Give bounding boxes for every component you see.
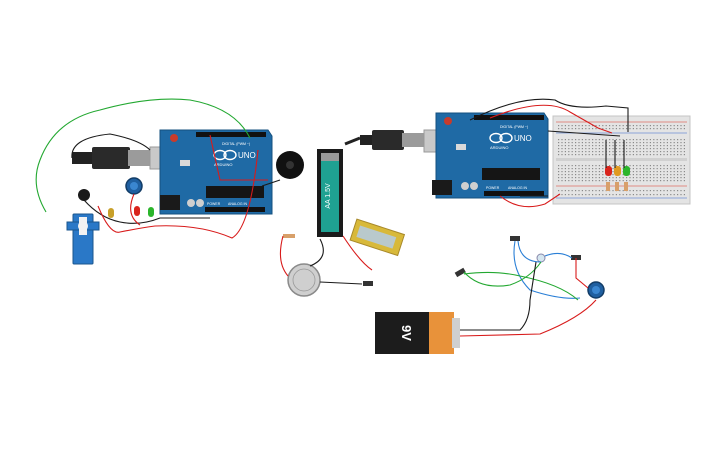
digital-label-left: DIGITAL (PWM ~) [222, 142, 250, 146]
capacitor-right-2 [470, 182, 478, 190]
digital-header-left [196, 132, 266, 137]
photoresistor[interactable] [536, 253, 546, 263]
resistors-bb[interactable] [606, 182, 628, 191]
sensor-connector-2[interactable] [571, 255, 581, 260]
led-red-left[interactable] [134, 206, 140, 216]
battery-9v-black [375, 312, 431, 354]
led-red-bb[interactable] [605, 166, 612, 176]
wire-black-bb-2 [547, 130, 621, 137]
power-jack-left [160, 195, 180, 210]
arduino-right[interactable]: UNO ARDUINO DIGITAL (PWM ~) ANALOG IN PO… [360, 112, 549, 199]
usb-plug-left [92, 147, 130, 169]
power-jack-right [432, 180, 452, 195]
wire-black-aa [309, 238, 324, 267]
wires [35, 98, 629, 337]
wire-red-buzzer [209, 134, 268, 181]
brand-text-right: ARDUINO [490, 145, 508, 150]
wire-red-coin [279, 235, 289, 277]
power-label-right: POWER [486, 186, 500, 190]
transistor-left[interactable] [78, 189, 90, 201]
capacitor-right-1 [461, 182, 469, 190]
servo-motor[interactable] [66, 213, 100, 265]
wire-green-right [463, 261, 542, 287]
sensor-connector-1[interactable] [510, 236, 520, 241]
logo-text-left: UNO [238, 151, 256, 160]
power-header-right [484, 191, 544, 196]
reset-button-right[interactable] [444, 117, 452, 125]
led-yellow-left[interactable] [108, 208, 114, 218]
wire-black-led-legs [605, 140, 625, 168]
wire-green-loop [35, 98, 251, 213]
piezo-buzzer[interactable] [276, 151, 304, 179]
digital-label-right: DIGITAL (PWM ~) [500, 125, 528, 129]
brand-text-left: ARDUINO [214, 162, 232, 167]
usb-plug-metal-left [128, 150, 152, 166]
battery-9v-label: 9V [399, 325, 414, 341]
connector-coin[interactable] [363, 281, 373, 286]
aa-cell [321, 160, 339, 232]
wire-red-left-1 [97, 149, 259, 239]
wire-black-coin [319, 281, 363, 285]
digital-header-right [474, 115, 544, 120]
wire-red-bb-2 [499, 193, 561, 208]
wire-black-buzzer [261, 179, 281, 187]
battery-9v-orange [429, 312, 454, 354]
aa-battery-label: AA 1.5V [325, 183, 332, 209]
wire-green-right-2 [463, 271, 579, 301]
analog-label-right: ANALOG IN [508, 186, 528, 190]
analog-label-left: ANALOG IN [228, 202, 248, 206]
usb-cable-right [360, 135, 374, 145]
reset-button-left[interactable] [170, 134, 178, 142]
power-label-left: POWER [207, 202, 221, 206]
wire-red-bb-1 [489, 104, 613, 134]
atmega-chip-left [206, 186, 264, 198]
coin-cell[interactable] [287, 263, 321, 297]
wire-red-pot [130, 193, 141, 226]
resistor-coin[interactable] [283, 234, 295, 238]
led-green-left[interactable] [148, 207, 154, 217]
servo-arm [79, 217, 87, 235]
wire-black-9v [460, 261, 537, 331]
logo-right: UNO ARDUINO DIGITAL (PWM ~) ANALOG IN PO… [486, 125, 532, 190]
power-header-left [205, 207, 265, 212]
wire-blue-1 [513, 240, 581, 299]
potentiometer-left[interactable] [125, 177, 143, 195]
usb-plug-right [372, 130, 404, 150]
wire-black-servo [83, 199, 210, 224]
wire-blue-2 [517, 240, 542, 263]
lcd-module[interactable] [349, 218, 406, 257]
potentiometer-right[interactable] [587, 281, 605, 299]
capacitor-left-2 [196, 199, 204, 207]
wire-black-usb [71, 133, 151, 159]
arduino-left[interactable]: UNO ARDUINO DIGITAL (PWM ~) ANALOG IN PO… [72, 129, 273, 215]
capacitor-left-1 [187, 199, 195, 207]
crystal-left [180, 160, 190, 166]
wire-black-bb-1 [469, 98, 629, 132]
logo-text-right: UNO [514, 134, 532, 143]
aa-battery-holder[interactable]: AA 1.5V [317, 149, 343, 237]
usb-cable-left [72, 152, 94, 164]
usb-plug-metal-right [402, 133, 426, 147]
sensor-connector-3[interactable] [454, 267, 466, 278]
usb-cable-right-end [344, 136, 361, 146]
atmega-chip-right [482, 168, 540, 180]
wire-red-pot-right [575, 258, 589, 289]
breadboard[interactable] [552, 115, 691, 205]
wire-red-aa [342, 235, 373, 271]
wire-red-9v [459, 299, 597, 337]
led-green-bb[interactable] [623, 166, 630, 176]
wire-blue-3 [544, 252, 573, 259]
battery-9v[interactable]: 9V [375, 312, 460, 354]
crystal-right [456, 144, 466, 150]
led-orange-bb[interactable] [614, 166, 621, 176]
